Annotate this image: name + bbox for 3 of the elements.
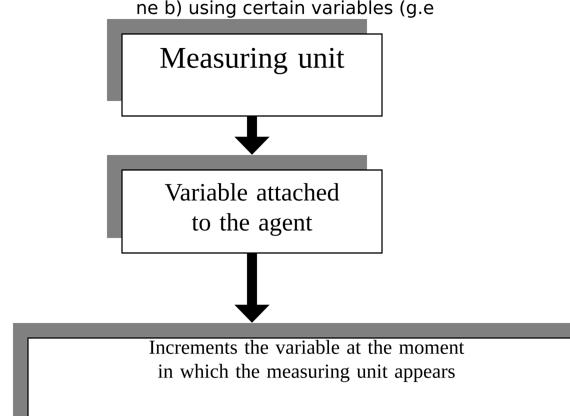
- process-box: Variable attached to the agent: [107, 155, 383, 254]
- process-box: Measuring unit: [107, 19, 383, 117]
- process-box: Increments the variable at the moment in which the measuring unit appears: [13, 323, 570, 416]
